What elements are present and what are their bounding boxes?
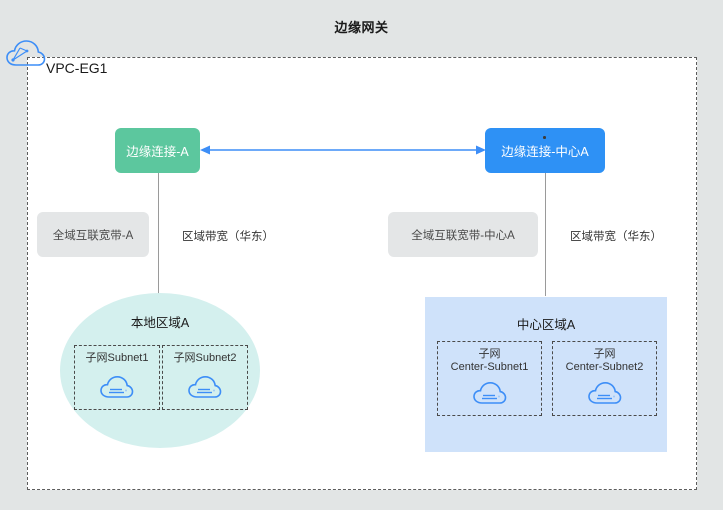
node-edge-connection-center-a-label: 边缘连接-中心A [501,145,589,159]
bandwidth-global-left: 全域互联宽带-A [37,212,149,257]
subnet-cloud-icon [99,374,135,401]
subnet-label: 子网Subnet2 [173,352,237,364]
node-edge-connection-a[interactable]: 边缘连接-A [115,128,200,173]
region-center-a [425,297,667,452]
subnet-cloud-icon [187,374,223,401]
bandwidth-global-right: 全域互联宽带-中心A [388,212,538,257]
subnet-cloud-icon [587,380,623,407]
node-edge-connection-center-a[interactable]: 边缘连接-中心A [485,128,605,173]
subnet-card[interactable]: 子网Subnet1 [74,345,160,410]
subnet-card[interactable]: 子网 Center-Subnet1 [437,341,542,416]
subnet-card[interactable]: 子网Subnet2 [162,345,248,410]
region-local-a-title: 本地区域A [130,316,190,330]
bandwidth-global-left-label: 全域互联宽带-A [52,229,134,242]
subnet-label: 子网Subnet1 [85,352,149,364]
node-edge-connection-a-label: 边缘连接-A [126,145,189,159]
diagram-title: 边缘网关 [334,20,389,35]
vpc-label: VPC-EG1 [46,60,108,76]
subnet-label: 子网 Center-Subnet1 [450,348,529,373]
subnet-cloud-icon [472,380,508,407]
region-center-a-title: 中心区域A [516,318,576,332]
subnet-card[interactable]: 子网 Center-Subnet2 [552,341,657,416]
connector-line-local [158,173,159,306]
node-marker-dot [543,136,546,139]
bandwidth-global-right-label: 全域互联宽带-中心A [411,229,515,242]
cloud-check-icon [5,38,47,72]
connector-line-center [545,173,546,296]
subnet-label: 子网 Center-Subnet2 [565,348,644,373]
bidirectional-link-arrow [198,142,488,158]
region-local-a [60,293,260,448]
bandwidth-regional-left: 区域带宽（华东） [182,231,274,243]
bandwidth-regional-right: 区域带宽（华东） [570,231,662,243]
